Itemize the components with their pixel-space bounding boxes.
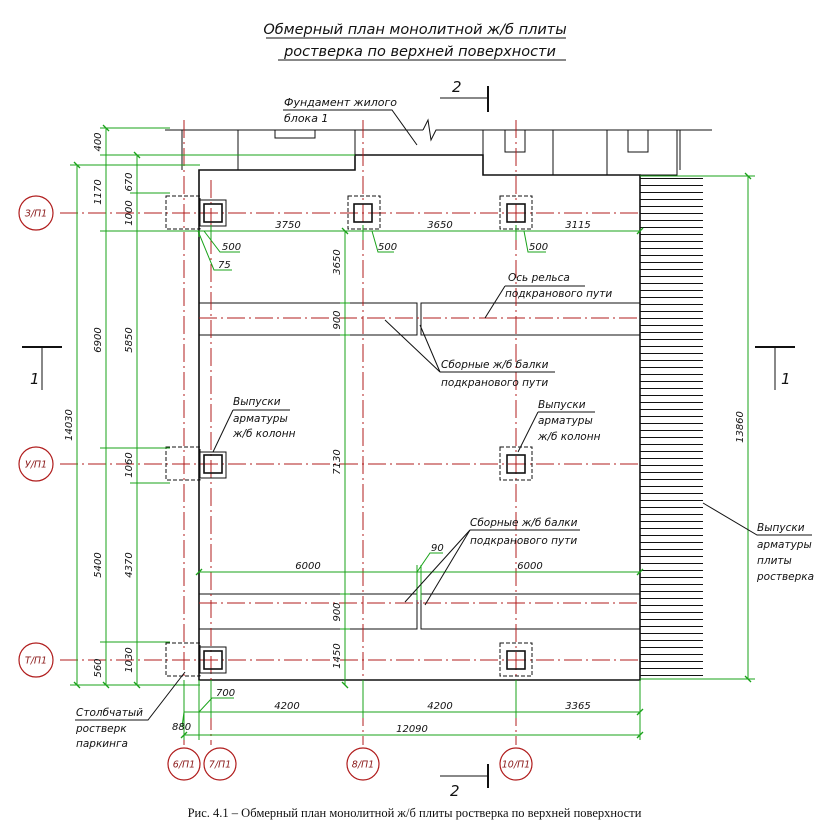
dim-1060: 1060	[124, 452, 135, 477]
outlets-right-label-1: Выпуски	[538, 399, 586, 411]
dim-6000-right: 6000	[517, 561, 542, 572]
dim-7130: 7130	[332, 449, 343, 474]
dim-90: 90	[431, 543, 444, 554]
vertical-dimensions: 400 1170 670 1000 6900 5850 14030 1060 5…	[64, 132, 746, 677]
dim-6900: 6900	[93, 327, 104, 352]
slab-outlets-label-1: Выпуски	[757, 522, 805, 534]
title-line-1: Обмерный план монолитной ж/б плиты	[263, 22, 566, 38]
axis-markers-rows: З/П1 У/П1 Т/П1	[18, 195, 54, 678]
beams-bottom-label-2: подкранового пути	[470, 535, 577, 547]
dim-3365: 3365	[565, 701, 590, 712]
dim-1170: 1170	[93, 179, 104, 204]
section-mark-right: 1	[755, 346, 795, 390]
dim-1030: 1030	[124, 647, 135, 672]
axis-markers-columns: 6/П1 7/П1 8/П1 10/П1	[167, 747, 533, 781]
dim-5850: 5850	[124, 327, 135, 352]
rail-label-1: Ось рельса	[508, 272, 570, 284]
slab-outline	[198, 154, 641, 681]
outlets-left-label-3: ж/б колонн	[232, 428, 296, 440]
beams-top-label-2: подкранового пути	[441, 377, 548, 389]
title-line-2: ростверка по верхней поверхности	[283, 44, 556, 60]
outlets-right-label-3: ж/б колонн	[537, 431, 601, 443]
annotations	[75, 109, 812, 721]
section-mark-bottom: 2	[440, 764, 489, 800]
slab-outlets-label-2: арматуры	[757, 539, 812, 551]
slab-outlets-label-4: ростверка	[756, 571, 814, 583]
axis-label-col-10: 10/П1	[502, 760, 530, 771]
axis-label-row-z: З/П1	[25, 209, 47, 220]
pile-cap-label-1: Столбчатый	[76, 707, 143, 719]
rail-label-2: подкранового пути	[505, 288, 612, 300]
axis-marker-col-6: 6/П1	[167, 747, 201, 781]
dim-700: 700	[216, 688, 235, 699]
dim-1450: 1450	[332, 643, 343, 668]
dim-500-a: 500	[222, 242, 241, 253]
outlets-left-label-1: Выпуски	[233, 396, 281, 408]
column-outlets	[165, 195, 533, 677]
axis-label-row-u: У/П1	[25, 460, 47, 471]
dim-1000: 1000	[124, 200, 135, 225]
axis-marker-col-8: 8/П1	[346, 747, 380, 781]
slab-outlets-hatch	[640, 176, 703, 679]
slab-outlets-label-3: плиты	[757, 555, 792, 567]
axis-marker-row-u: У/П1	[18, 446, 54, 482]
outlets-right-label-2: арматуры	[538, 415, 593, 427]
foundation-label-1: Фундамент жилого	[284, 96, 397, 109]
section-mark-bottom-label: 2	[450, 782, 460, 800]
annotation-texts: Фундамент жилого блока 1 Ось рельса подк…	[75, 96, 814, 750]
dim-500-b: 500	[378, 242, 397, 253]
dim-13860: 13860	[735, 411, 746, 443]
dim-6000-left: 6000	[295, 561, 320, 572]
dim-3650-vertical: 3650	[332, 249, 343, 274]
section-mark-right-label: 1	[781, 370, 791, 388]
axis-lines	[60, 120, 640, 745]
dim-4370: 4370	[124, 552, 135, 577]
foundation-label-2: блока 1	[284, 112, 328, 125]
dim-900-top: 900	[332, 310, 343, 329]
section-mark-left-label: 1	[30, 370, 40, 388]
dim-3750: 3750	[275, 220, 300, 231]
dim-4200-right: 4200	[427, 701, 452, 712]
horizontal-dimensions: 3750 3650 3115 500 500 500 75 6000 6000 …	[172, 220, 591, 735]
dim-14030: 14030	[64, 409, 75, 441]
section-mark-top: 2	[440, 78, 489, 112]
existing-foundation	[165, 118, 712, 176]
axis-marker-row-z: З/П1	[18, 195, 54, 231]
axis-label-col-8: 8/П1	[352, 760, 374, 771]
section-mark-left: 1	[22, 346, 62, 390]
dimension-lines	[70, 124, 755, 740]
section-mark-top-label: 2	[452, 78, 462, 96]
dim-3115: 3115	[565, 220, 590, 231]
outlets-left-label-2: арматуры	[233, 413, 288, 425]
dim-75: 75	[218, 260, 231, 271]
dim-880: 880	[172, 722, 191, 733]
dim-3650-horizontal: 3650	[427, 220, 452, 231]
axis-marker-col-7: 7/П1	[203, 747, 237, 781]
axis-label-row-t: Т/П1	[25, 656, 47, 667]
figure-caption: Рис. 4.1 – Обмерный план монолитной ж/б …	[187, 806, 642, 820]
dim-400: 400	[93, 132, 104, 151]
dim-670: 670	[124, 172, 135, 191]
axis-label-col-6: 6/П1	[173, 760, 195, 771]
axis-label-col-7: 7/П1	[209, 760, 231, 771]
dim-900-bottom: 900	[332, 602, 343, 621]
beams-bottom-label-1: Сборные ж/б балки	[470, 517, 578, 529]
pile-cap-label-3: паркинга	[76, 738, 128, 750]
dim-500-c: 500	[529, 242, 548, 253]
pile-cap-label-2: ростверк	[75, 723, 127, 735]
dim-4200-left: 4200	[274, 701, 299, 712]
dim-5400: 5400	[93, 552, 104, 577]
dim-560: 560	[93, 658, 104, 677]
crane-beams	[198, 302, 641, 630]
axis-marker-row-t: Т/П1	[18, 642, 54, 678]
axis-marker-col-10: 10/П1	[499, 747, 533, 781]
dim-12090: 12090	[396, 724, 428, 735]
beams-top-label-1: Сборные ж/б балки	[441, 359, 549, 371]
